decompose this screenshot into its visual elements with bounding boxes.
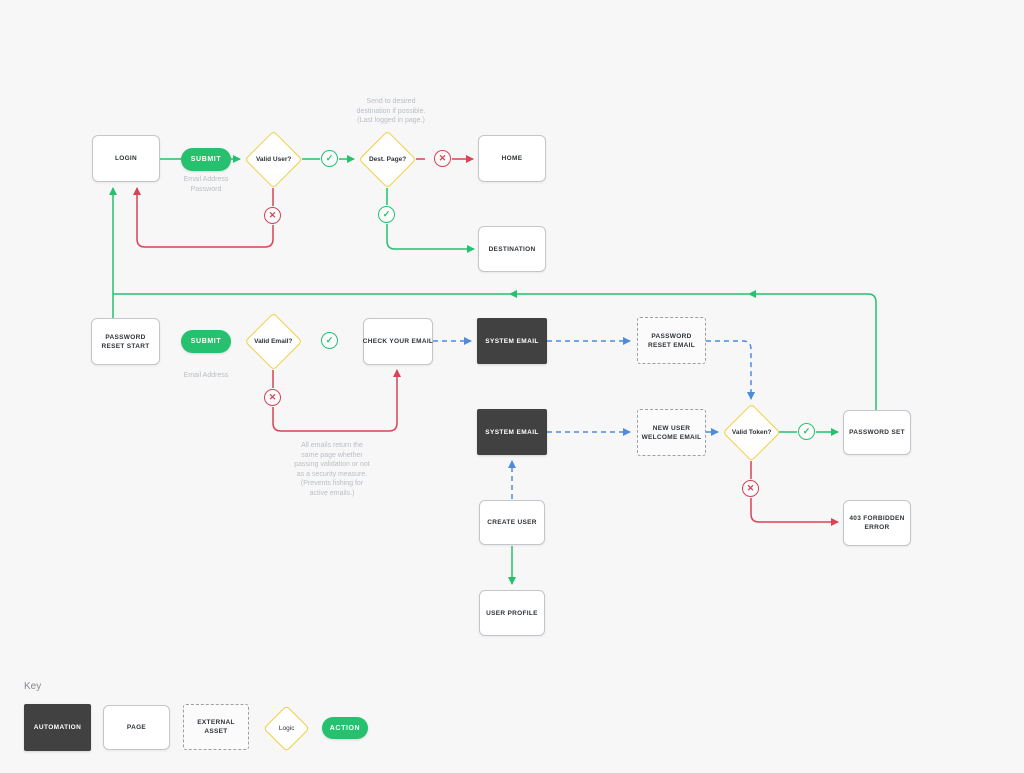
x-icon: ✕ (434, 150, 451, 167)
user-profile-node[interactable]: USER PROFILE (479, 590, 545, 636)
create-user-node[interactable]: CREATE USER (479, 500, 545, 545)
key-title: Key (24, 681, 42, 692)
destination-note: Send to desired destination if possible.… (356, 98, 426, 125)
check-your-email-node[interactable]: CHECK YOUR EMAIL (363, 318, 433, 365)
x-icon: ✕ (742, 480, 759, 497)
password-reset-email-asset[interactable]: PASSWORD RESET EMAIL (637, 317, 706, 364)
edge-invalid-token-to-403 (750, 498, 839, 526)
key-external-asset-sample[interactable]: EXTERNAL ASSET (183, 704, 249, 750)
system-email-automation-2[interactable]: SYSTEM EMAIL (477, 409, 547, 455)
edge-invalid-email-to-check-email (272, 369, 401, 432)
forbidden-error-node[interactable]: 403 FORBIDDEN ERROR (843, 500, 911, 546)
password-set-node[interactable]: PASSWORD SET (843, 410, 911, 455)
edge-password-set-return (113, 293, 877, 410)
return-line-arrow-2 (748, 290, 756, 298)
key-automation-sample[interactable]: AUTOMATION (24, 704, 91, 751)
edge-check-to-destination (386, 224, 475, 253)
edge-reset-email-to-valid-token (706, 340, 755, 400)
edge-invalid-user-to-login (133, 187, 274, 248)
submit-button-login[interactable]: SUBMIT (181, 148, 231, 171)
submit-button-reset[interactable]: SUBMIT (181, 330, 231, 353)
submit-login-fields-label: Email Address Password (183, 176, 229, 193)
home-node[interactable]: HOME (478, 135, 546, 182)
login-node[interactable]: LOGIN (92, 135, 160, 182)
x-icon: ✕ (264, 389, 281, 406)
new-user-welcome-email-asset[interactable]: NEW USER WELCOME EMAIL (637, 409, 706, 456)
check-icon: ✓ (321, 150, 338, 167)
password-reset-start-node[interactable]: PASSWORD RESET START (91, 318, 160, 365)
key-page-sample[interactable]: PAGE (103, 705, 170, 750)
x-icon: ✕ (264, 207, 281, 224)
system-email-automation-1[interactable]: SYSTEM EMAIL (477, 318, 547, 364)
return-line-arrow-1 (509, 290, 517, 298)
check-icon: ✓ (798, 423, 815, 440)
check-icon: ✓ (378, 206, 395, 223)
key-action-sample[interactable]: ACTION (322, 717, 368, 739)
check-icon: ✓ (321, 332, 338, 349)
security-note: All emails return the same page whether … (294, 442, 370, 497)
destination-node[interactable]: DESTINATION (478, 226, 546, 272)
submit-reset-fields-label: Email Address (183, 372, 229, 379)
